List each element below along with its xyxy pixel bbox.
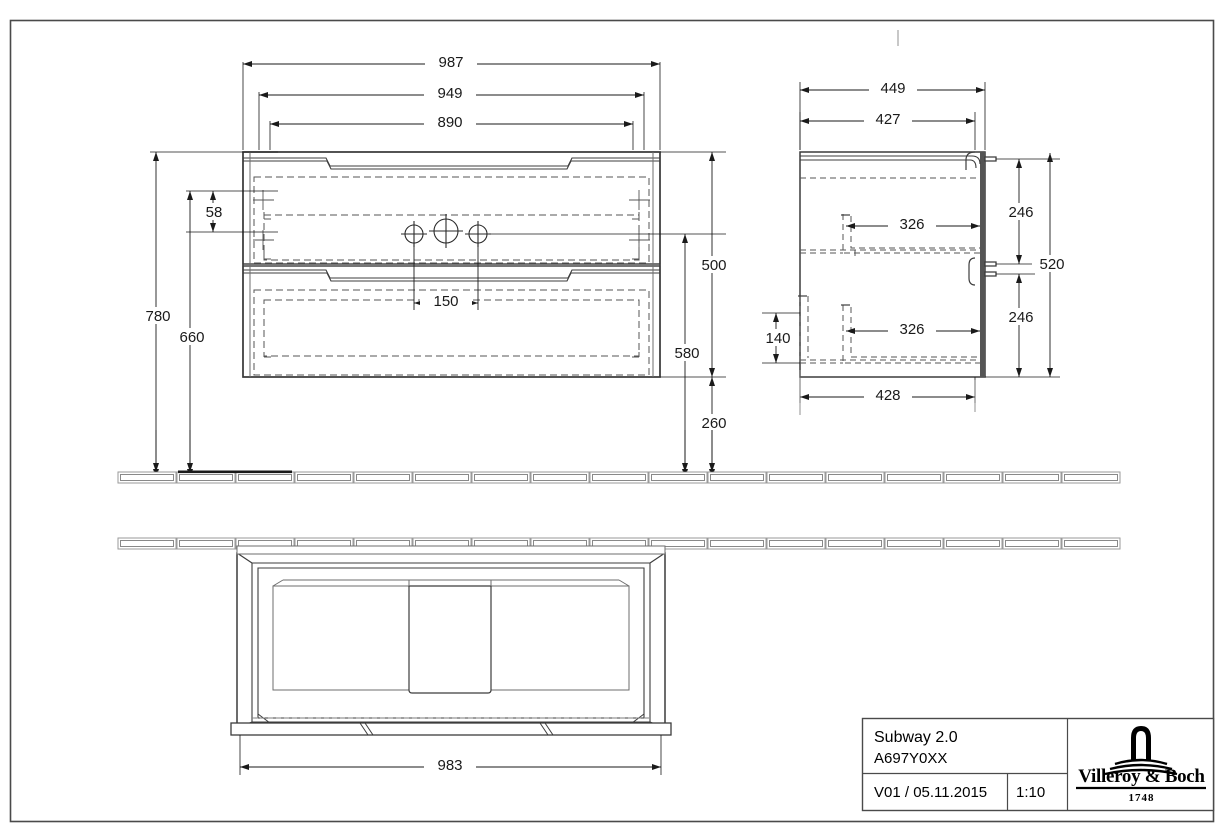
dimension-660: 660 xyxy=(172,191,212,478)
front-elevation-view: 987 949 890 xyxy=(138,53,734,478)
dimension-label-58: 58 xyxy=(206,204,223,221)
dimension-label: 780 xyxy=(145,308,170,325)
dimension-label: 246 xyxy=(1008,309,1033,326)
side-elevation-view: 449 427 xyxy=(758,30,1072,415)
dimension-150: 150 xyxy=(414,292,478,310)
dimension-326-lower: 326 xyxy=(846,320,980,338)
handle-recess-upper xyxy=(243,157,660,170)
hidden-drawer-lower xyxy=(799,296,980,364)
brand-logo: Villeroy & Boch 1748 xyxy=(1069,722,1214,810)
dimension-580: 580 xyxy=(667,234,707,478)
dimension-label: 580 xyxy=(674,345,699,362)
dimension-label: 449 xyxy=(880,80,905,97)
dimension-780: 780 xyxy=(138,152,178,478)
dimension-label: 427 xyxy=(875,111,900,128)
arch-fountain-icon xyxy=(1076,726,1206,790)
dimension-428: 428 xyxy=(800,386,975,404)
dimension-label: 428 xyxy=(875,387,900,404)
drawing-scale: 1:10 xyxy=(1016,784,1046,801)
dimension-label: 660 xyxy=(179,329,204,346)
wall-band-upper xyxy=(117,470,1121,484)
dimension-520: 520 xyxy=(1032,153,1072,377)
dimension-label: 326 xyxy=(899,321,924,338)
brand-name: Villeroy & Boch xyxy=(1078,766,1205,787)
wall-leader-arrows xyxy=(153,430,715,472)
dimension-label: 983 xyxy=(437,757,462,774)
dimension-949: 949 xyxy=(259,84,644,102)
dimension-label: 890 xyxy=(437,114,462,131)
dimension-246-lower: 246 xyxy=(1001,274,1041,377)
dimension-label: 987 xyxy=(438,54,463,71)
tap-hole-center xyxy=(429,214,463,248)
dimension-label: 246 xyxy=(1008,204,1033,221)
dimension-987: 987 xyxy=(243,53,660,71)
dimension-label: 326 xyxy=(899,216,924,233)
dimension-label: 260 xyxy=(701,415,726,432)
dimension-326-upper: 326 xyxy=(846,215,980,233)
dimension-260: 260 xyxy=(694,377,734,478)
dimension-427: 427 xyxy=(800,110,975,128)
dimension-label: 949 xyxy=(437,85,462,102)
handle-recess-lower xyxy=(243,269,660,282)
revision-date: V01 / 05.11.2015 xyxy=(874,784,988,801)
dimension-983: 983 xyxy=(240,756,661,774)
dimension-label: 140 xyxy=(765,330,790,347)
dimension-label: 520 xyxy=(1039,256,1064,273)
plan-view: 983 xyxy=(230,545,672,775)
dimension-label: 150 xyxy=(433,293,458,310)
dimension-890: 890 xyxy=(270,113,633,131)
product-name: Subway 2.0 xyxy=(874,729,958,746)
dimension-500: 500 xyxy=(694,152,734,377)
brand-founded-year: 1748 xyxy=(1128,792,1155,804)
dimension-449: 449 xyxy=(800,79,985,97)
dimension-246-upper: 246 xyxy=(1001,159,1041,264)
dimension-140: 140 xyxy=(758,313,798,363)
mounting-marks xyxy=(253,190,650,250)
title-block xyxy=(861,717,1215,812)
siphon-cutout xyxy=(408,585,492,694)
sheet-border xyxy=(9,19,1215,823)
article-code: A697Y0XX xyxy=(874,750,948,767)
dimension-label: 500 xyxy=(701,257,726,274)
